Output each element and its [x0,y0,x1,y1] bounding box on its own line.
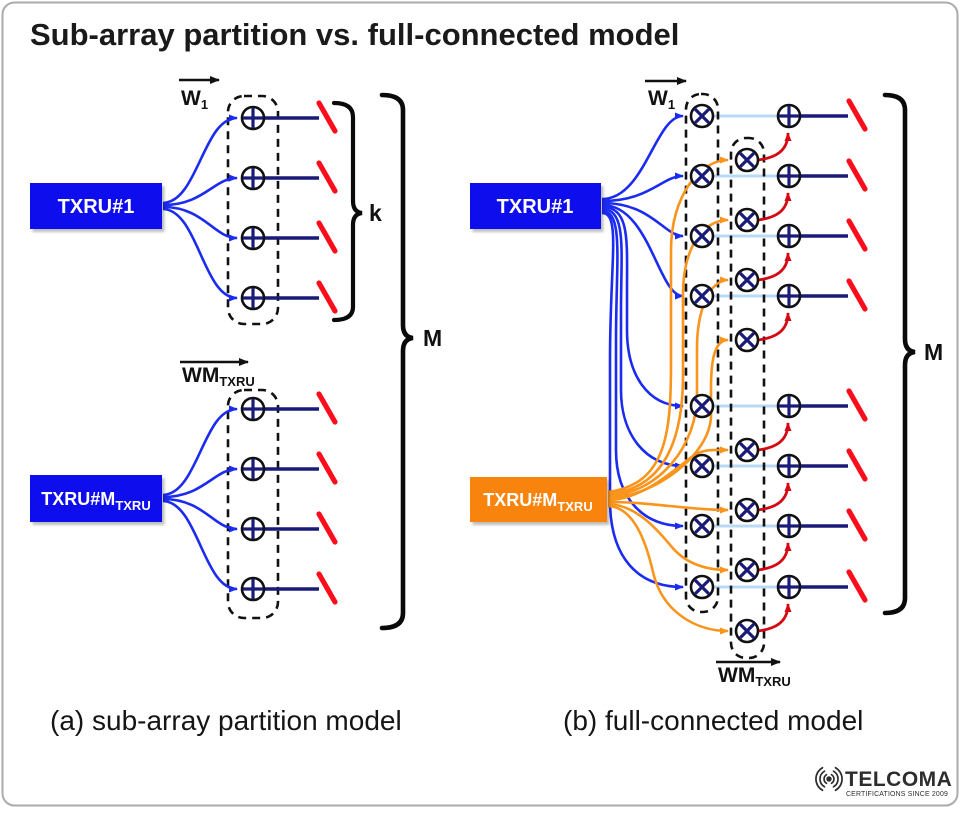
multiplier-node-icon [689,163,715,189]
multiplier-node-icon [734,147,760,173]
phase-shifter-group-box-a2 [226,388,280,620]
antenna-icon [849,391,865,419]
adder-node-icon [776,223,802,249]
multiplier-node-icon [734,207,760,233]
adder-node-icon [776,574,802,600]
adder-node-icon [240,285,266,311]
antenna-icon [319,223,335,251]
weight-vector-wm-label-b: WMTXRU [716,658,791,689]
combiner-red-arrows-b [757,132,792,633]
radio-waves-icon [815,766,843,792]
txru-m-box-a: TXRU#MTXRU [30,475,162,522]
svg-text:W1: W1 [648,87,675,112]
antenna-icon [849,451,865,479]
adder-node-icon [776,393,802,419]
multiplier-node-icon [689,574,715,600]
txru-m-box-b: TXRU#MTXRU [470,477,607,522]
antenna-icon [319,163,335,191]
multiplier-node-icon [689,393,715,419]
adder-node-icon [240,165,266,191]
antenna-feed-lines-b [801,114,848,589]
adder-node-icon [776,103,802,129]
antenna-icon [849,511,865,539]
panel-a-subarray-model: W1 WMTXRU [30,76,442,736]
bracket-m-b: M [882,92,943,616]
txru-m-feed-lines-a [162,405,238,593]
multiplier-node-icon [689,513,715,539]
caption-a: (a) sub-array partition model [50,705,402,736]
adder-node-icon [240,456,266,482]
weight-vector-wm-label-a: WMTXRU [180,358,255,389]
multiplier-node-icon [689,453,715,479]
svg-text:M: M [924,339,943,365]
multiplier-node-icon [734,267,760,293]
telcoma-logo: TELCOMA CERTIFICATIONS SINCE 2009 [815,766,952,798]
logo-brand-text: TELCOMA [845,768,952,791]
adder-node-icon [776,283,802,309]
antenna-icon [849,221,865,249]
antenna-icon [849,161,865,189]
antenna-icon [849,572,865,600]
multiplier-column-box-b1 [684,92,720,614]
antenna-icon [319,454,335,482]
antenna-icon [319,283,335,311]
phase-shifter-group-box-a1 [226,94,280,326]
antenna-icon [319,103,335,131]
antenna-icon [319,394,335,422]
adder-node-icon [240,225,266,251]
panel-b-fullconnected-model: W1 [470,77,943,736]
combiner-input-lines-b [713,114,777,589]
bracket-m-a: M [379,92,442,631]
antenna-icon [319,514,335,542]
antenna-icon [319,574,335,602]
weight-vector-w1-label-a: W1 [179,76,220,112]
logo-tagline-text: CERTIFICATIONS SINCE 2009 [846,791,948,798]
adder-node-icon [240,576,266,602]
svg-text:WMTXRU: WMTXRU [718,664,791,689]
adder-node-icon [240,516,266,542]
bracket-k: k [331,100,382,323]
weight-vector-w1-label-b: W1 [645,77,687,112]
txru1-feed-lines-a [162,114,238,302]
multiplier-node-icon [734,557,760,583]
svg-text:TXRU#MTXRU: TXRU#MTXRU [483,490,592,514]
svg-text:M: M [423,325,442,351]
multiplier-node-icon [734,437,760,463]
multiplier-node-icon [734,497,760,523]
multiplier-node-icon [734,618,760,644]
svg-text:TXRU#1: TXRU#1 [58,196,135,218]
antenna-icon [849,281,865,309]
multiplier-node-icon [689,103,715,129]
txru1-box-a: TXRU#1 [30,183,162,229]
multiplier-column-box-b2 [729,136,766,660]
multiplier-node-icon [734,327,760,353]
txru1-feed-lines-b [601,112,684,591]
txru1-box-b: TXRU#1 [470,183,601,229]
svg-text:k: k [369,200,382,226]
adder-node-icon [240,105,266,131]
adder-node-icon [776,163,802,189]
antenna-icon [849,101,865,129]
svg-text:TXRU#MTXRU: TXRU#MTXRU [41,489,150,513]
antenna-feed-lines-a [264,116,319,591]
multiplier-node-icon [689,283,715,309]
page-title: Sub-array partition vs. full-connected m… [30,17,679,52]
adder-node-icon [240,396,266,422]
svg-text:TXRU#1: TXRU#1 [497,196,574,218]
caption-b: (b) full-connected model [563,705,863,736]
adder-node-icon [776,453,802,479]
adder-node-icon [776,513,802,539]
multiplier-node-icon [689,223,715,249]
svg-text:WMTXRU: WMTXRU [182,364,255,389]
svg-text:W1: W1 [181,87,208,112]
